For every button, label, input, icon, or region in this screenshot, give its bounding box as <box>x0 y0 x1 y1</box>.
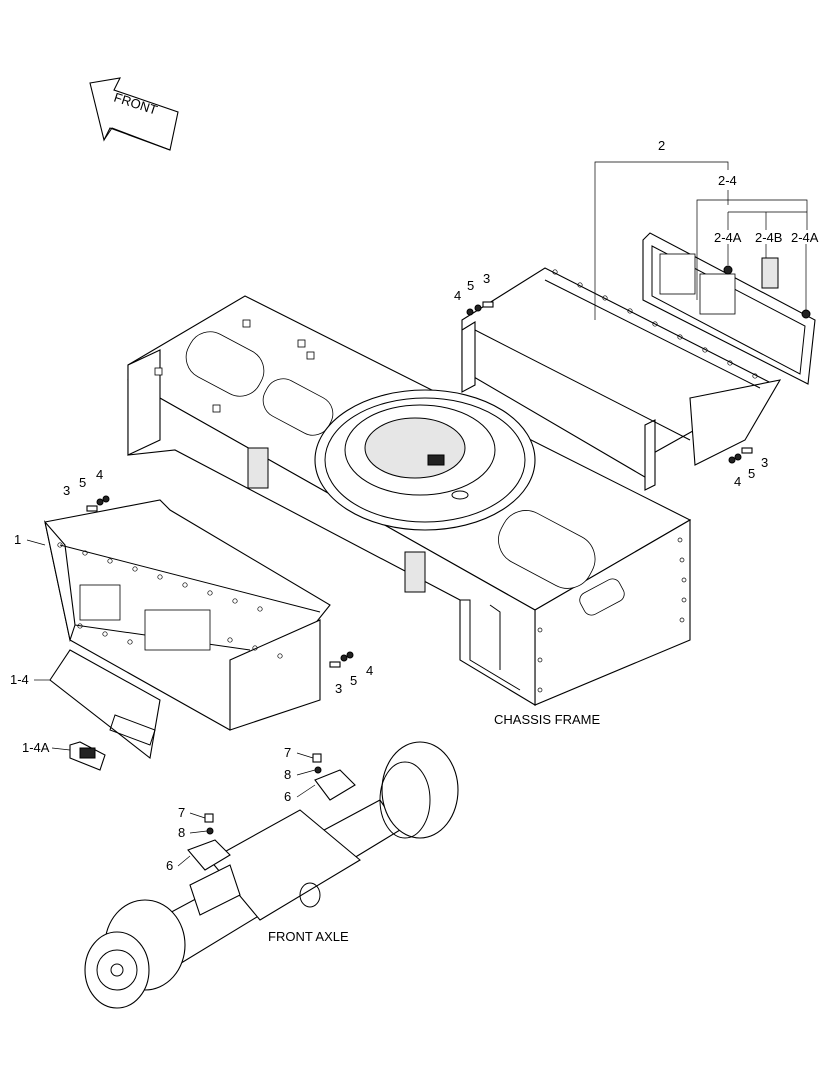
axle-cover-left <box>187 813 231 871</box>
callout-labels: 2 2-4 2-4A 2-4B 2-4A 4 5 3 3 5 4 4 5 3 1… <box>10 138 819 944</box>
callout-front-top-3: 3 <box>63 483 70 498</box>
callout-top-5: 5 <box>467 278 474 293</box>
rear-bumper-assembly <box>461 267 782 491</box>
rear-panel <box>642 232 816 385</box>
callout-2-4b: 2-4B <box>755 230 782 245</box>
front-part-a <box>69 741 106 771</box>
callout-1-4a: 1-4A <box>22 740 50 755</box>
callout-2-4: 2-4 <box>718 173 737 188</box>
callout-2: 2 <box>658 138 665 153</box>
callout-1-4: 1-4 <box>10 672 29 687</box>
callout-rear-right-4: 4 <box>734 474 741 489</box>
callout-front-bottom-3: 3 <box>335 681 342 696</box>
callout-axle-top-8: 8 <box>284 767 291 782</box>
callout-front-top-5: 5 <box>79 475 86 490</box>
callout-front-bottom-5: 5 <box>350 673 357 688</box>
front-axle <box>84 741 459 1009</box>
callout-top-3: 3 <box>483 271 490 286</box>
callout-top-4: 4 <box>454 288 461 303</box>
callout-1: 1 <box>14 532 21 547</box>
callout-2-4a-left: 2-4A <box>714 230 742 245</box>
callout-axle-left-7: 7 <box>178 805 185 820</box>
callout-axle-top-6: 6 <box>284 789 291 804</box>
front-axle-label: FRONT AXLE <box>268 929 349 944</box>
callout-rear-right-3: 3 <box>761 455 768 470</box>
callout-front-top-4: 4 <box>96 467 103 482</box>
callout-front-bottom-4: 4 <box>366 663 373 678</box>
front-direction-arrow: FRONT <box>89 77 179 151</box>
callout-axle-left-6: 6 <box>166 858 173 873</box>
callout-axle-top-7: 7 <box>284 745 291 760</box>
leader-lines <box>26 161 808 867</box>
fasteners-front-top <box>86 495 110 512</box>
axle-cover-top <box>312 753 356 801</box>
front-bumper-assembly <box>44 499 331 731</box>
callout-axle-left-8: 8 <box>178 825 185 840</box>
fasteners-front-bottom <box>329 651 354 668</box>
fasteners-top <box>466 301 494 316</box>
callout-2-4a-right: 2-4A <box>791 230 819 245</box>
fasteners-rear-right <box>728 447 753 464</box>
callout-rear-right-5: 5 <box>748 466 755 481</box>
front-panel <box>49 649 161 759</box>
chassis-frame-label: CHASSIS FRAME <box>494 712 601 727</box>
slewing-ring <box>314 389 536 531</box>
